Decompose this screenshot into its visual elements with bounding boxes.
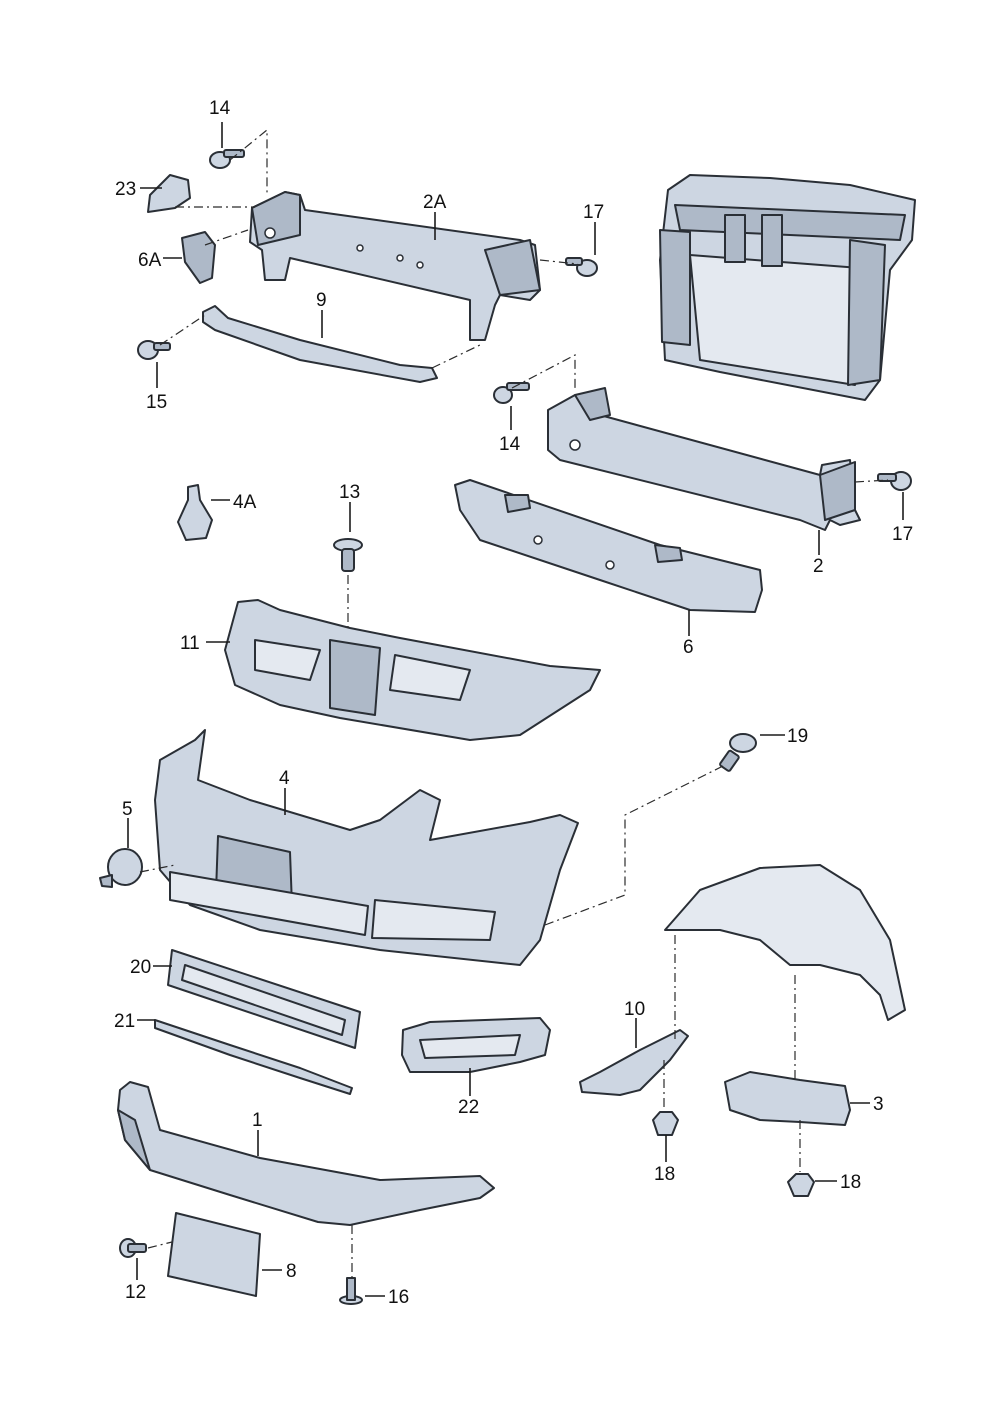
part-2-crossmember: [547, 387, 861, 531]
callout-12: 12: [125, 1282, 146, 1303]
callout-13: 13: [339, 482, 360, 503]
callout-9: 9: [316, 290, 327, 311]
callout-10: 10: [624, 999, 645, 1020]
callout-4A: 4A: [233, 492, 257, 513]
callout-8: 8: [286, 1261, 297, 1282]
callout-6A: 6A: [138, 250, 162, 271]
callout-2A: 2A: [423, 192, 447, 213]
part-12-rivet: [119, 1238, 147, 1258]
part-2A-carrier: [249, 191, 541, 341]
part-5-cap: [99, 848, 143, 888]
callout-17: 17: [892, 524, 913, 545]
callout-15: 15: [146, 392, 167, 413]
part-6A-bracket: [181, 231, 216, 284]
part-11-grille-frame: [224, 599, 601, 741]
callout-18: 18: [654, 1164, 675, 1185]
part-20-grille: [167, 949, 361, 1049]
part-19-bolt: [719, 733, 757, 772]
part-1-spoiler: [117, 1081, 495, 1226]
callout-17: 17: [583, 202, 604, 223]
part-4-bumper-cover: [154, 729, 579, 966]
callout-18: 18: [840, 1172, 861, 1193]
callout-19: 19: [787, 726, 808, 747]
part-14-screw-b: [493, 382, 530, 404]
part-10-bracket: [579, 1029, 689, 1096]
part-6-absorber: [454, 479, 763, 613]
callout-22: 22: [458, 1097, 479, 1118]
callout-labels: 14 23 2A 17 6A 9 15 14 4A 13 17 2 11 6 1…: [114, 98, 913, 1308]
callout-4: 4: [279, 768, 290, 789]
part-16-screw: [339, 1277, 363, 1305]
callout-6: 6: [683, 637, 694, 658]
callout-14: 14: [499, 434, 521, 455]
callout-20: 20: [130, 957, 151, 978]
part-15-screw: [137, 340, 171, 360]
callout-11: 11: [180, 633, 200, 654]
part-14-screw-a: [209, 149, 245, 169]
part-17-screw-b: [877, 471, 912, 491]
part-18-nut-a: [652, 1111, 679, 1136]
radiator-support-frame: [659, 174, 916, 401]
callout-14: 14: [209, 98, 231, 119]
callout-1: 1: [252, 1110, 263, 1131]
part-8-plate: [167, 1212, 261, 1297]
leader-lines: [127, 122, 904, 1297]
part-17-screw-a: [565, 257, 598, 277]
part-18-nut-b: [787, 1173, 815, 1197]
callout-5: 5: [122, 799, 133, 820]
part-13-clip: [333, 538, 363, 572]
part-22-fog-grille: [401, 1017, 551, 1073]
callout-23: 23: [115, 179, 136, 200]
callout-16: 16: [388, 1287, 409, 1308]
part-9-strip: [202, 305, 438, 383]
part-21-trim-strip: [154, 1019, 353, 1095]
callout-2: 2: [813, 556, 824, 577]
callout-21: 21: [114, 1011, 135, 1032]
assembly-lines: [139, 128, 889, 1278]
part-23-bracket: [147, 174, 191, 213]
callout-3: 3: [873, 1094, 884, 1115]
fender-panel: [664, 864, 906, 1021]
part-3-guide-bracket: [724, 1071, 851, 1126]
part-4A-bag: [177, 484, 213, 541]
